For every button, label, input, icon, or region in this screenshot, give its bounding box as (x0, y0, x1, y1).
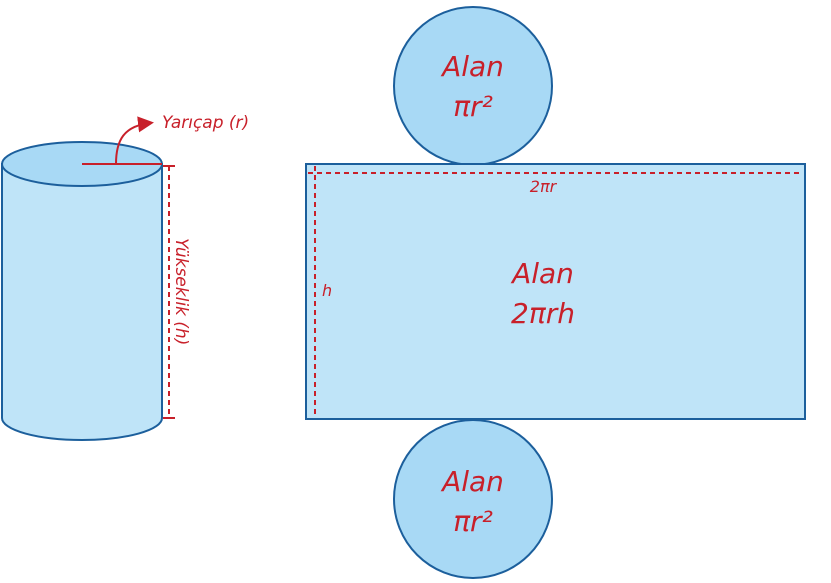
radius-arrow (115, 116, 154, 165)
top-circle: Alan πr² (393, 6, 553, 166)
top-circle-formula: πr² (453, 90, 493, 123)
cylinder-body (1, 163, 163, 441)
top-circle-title: Alan (440, 50, 504, 83)
lateral-rectangle: 2πr h Alan 2πrh (305, 163, 806, 420)
width-label: 2πr (530, 177, 558, 196)
bottom-circle-formula: πr² (453, 505, 493, 538)
rect-height-label: h (322, 281, 332, 300)
cylinder: Yarıçap (r) Yükseklik (h) (1, 113, 249, 441)
bottom-circle-title: Alan (440, 465, 504, 498)
rect-area-formula: 2πrh (511, 297, 575, 330)
cylinder-net: Alan πr² Alan πr² 2πr h Alan 2πrh (305, 6, 806, 579)
height-label: Yükseklik (h) (171, 238, 191, 345)
rect-area-title: Alan (510, 257, 574, 290)
bottom-circle: Alan πr² (393, 419, 553, 579)
radius-label: Yarıçap (r) (162, 113, 249, 133)
